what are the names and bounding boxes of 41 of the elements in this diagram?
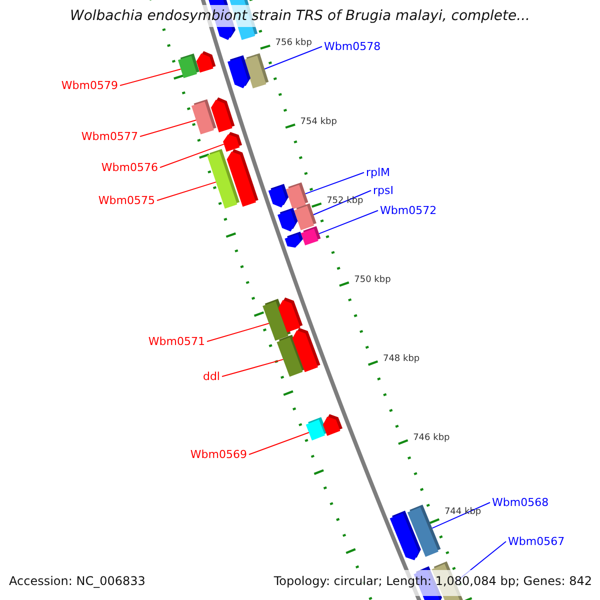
footer-text: Accession: NC_006833 xyxy=(9,574,146,588)
gene-feature xyxy=(322,414,343,436)
gene-label: Wbm0571 xyxy=(148,335,205,348)
gene-feature xyxy=(223,132,242,152)
gene-feature xyxy=(178,54,200,78)
gene-feature xyxy=(390,510,421,560)
gene-feature xyxy=(292,328,320,372)
leader-line xyxy=(156,182,216,201)
scale-label: 748 kbp xyxy=(382,354,420,365)
leader-line xyxy=(312,190,372,216)
gene-feature xyxy=(191,99,216,134)
footer-text: Topology: circular; Length: 1,080,084 bp; Genes: 842 xyxy=(274,574,592,588)
leader-line xyxy=(318,210,378,234)
gene-feature xyxy=(278,298,303,332)
gene-label: Wbm0577 xyxy=(81,130,138,143)
gene-feature xyxy=(300,226,321,246)
gene-label: rplM xyxy=(366,166,390,179)
gene-label: rpsI xyxy=(373,184,394,197)
scale-label: 750 kbp xyxy=(354,275,391,286)
gene-label: Wbm0568 xyxy=(492,496,549,509)
leader-line xyxy=(222,358,284,377)
gene-label: Wbm0578 xyxy=(324,40,381,53)
leader-line xyxy=(140,120,197,137)
gene-label: ddl xyxy=(202,370,220,383)
scale-label: 746 kbp xyxy=(413,433,450,444)
scale-label: 752 kbp xyxy=(326,196,364,207)
gene-feature xyxy=(228,55,250,88)
gene-label: Wbm0569 xyxy=(190,448,247,461)
gene-feature xyxy=(268,184,288,208)
scale-label: 744 kbp xyxy=(444,507,482,518)
scale-label: 756 kbp xyxy=(275,38,312,49)
gene-label: Wbm0575 xyxy=(98,194,155,207)
leader-line xyxy=(432,502,490,529)
leader-line xyxy=(304,172,364,194)
scale-label: 754 kbp xyxy=(300,117,337,128)
gene-label: Wbm0567 xyxy=(508,535,565,548)
gene-label: Wbm0579 xyxy=(61,79,118,92)
gene-feature xyxy=(284,232,303,248)
gene-label: Wbm0572 xyxy=(380,204,437,217)
gene-feature xyxy=(196,51,216,73)
gene-label: Wbm0576 xyxy=(101,161,158,174)
